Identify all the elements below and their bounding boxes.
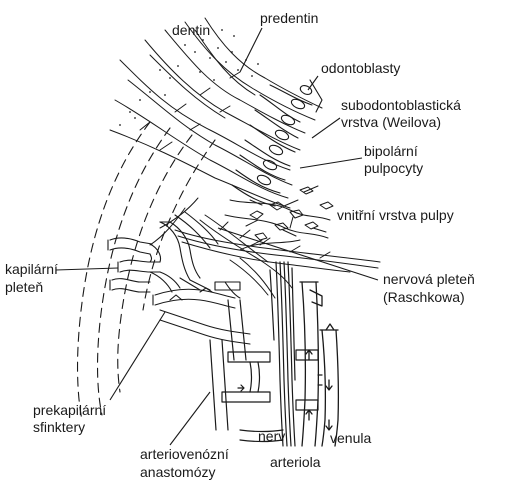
venule-vessel: [319, 323, 340, 447]
dentinal-tubules: [109, 17, 323, 209]
label-bipolarni-line1: bipolární: [364, 143, 418, 159]
leader-odontoblasty: [307, 75, 319, 91]
nerve-bundle: [269, 261, 296, 447]
label-nerv: nerv: [258, 428, 286, 444]
label-nervova-line2: (Raschkowa): [383, 289, 465, 305]
leader-bipolarni: [299, 157, 363, 169]
leader-nervova: [217, 227, 379, 281]
predentin-stipple: [119, 29, 259, 126]
label-arteriovenozni-line1: arteriovenózní: [140, 446, 229, 462]
label-predentin: predentin: [260, 10, 319, 26]
label-bipolarni-line2: pulpocyty: [364, 160, 424, 176]
label-venula: venula: [330, 430, 372, 446]
precapillary-vessels: [152, 277, 251, 345]
leader-predentin: [239, 27, 263, 73]
leader-kapilarni: [55, 267, 119, 271]
capillary-plexus: [107, 211, 219, 293]
leader-subodontoblasticka: [311, 117, 341, 139]
label-kapilarni-line1: kapilární: [5, 261, 58, 277]
label-prekapilarni-line2: sfinktery: [33, 419, 86, 435]
arteriole-vessel: [299, 281, 323, 447]
label-leader-lines: [55, 27, 379, 446]
label-vnitrni-vrstva: vnitřní vrstva pulpy: [337, 207, 454, 223]
label-prekapilarni-line1: prekapilární: [33, 402, 107, 418]
leader-arteriovenozni: [169, 391, 211, 446]
label-subodontoblasticka-line2: vrstva (Weilova): [341, 114, 442, 130]
label-odontoblasty: odontoblasty: [321, 60, 401, 76]
odontoblast-layer: [231, 79, 323, 207]
leader-prekapilarni: [109, 311, 166, 401]
label-subodontoblasticka-line1: subodontoblastická: [341, 97, 461, 113]
arteriovenous-anastomoses: [209, 299, 323, 443]
label-kapilarni-line2: pleteň: [5, 279, 44, 295]
pulp-cells: [224, 185, 334, 251]
label-arteriovenozni-line2: anastomózy: [140, 464, 216, 480]
label-dentin: dentin: [172, 22, 211, 38]
label-nervova-line1: nervová pleteň: [383, 271, 475, 287]
label-arteriola: arteriola: [270, 454, 321, 470]
dentin-boundary-lines: [77, 121, 216, 421]
